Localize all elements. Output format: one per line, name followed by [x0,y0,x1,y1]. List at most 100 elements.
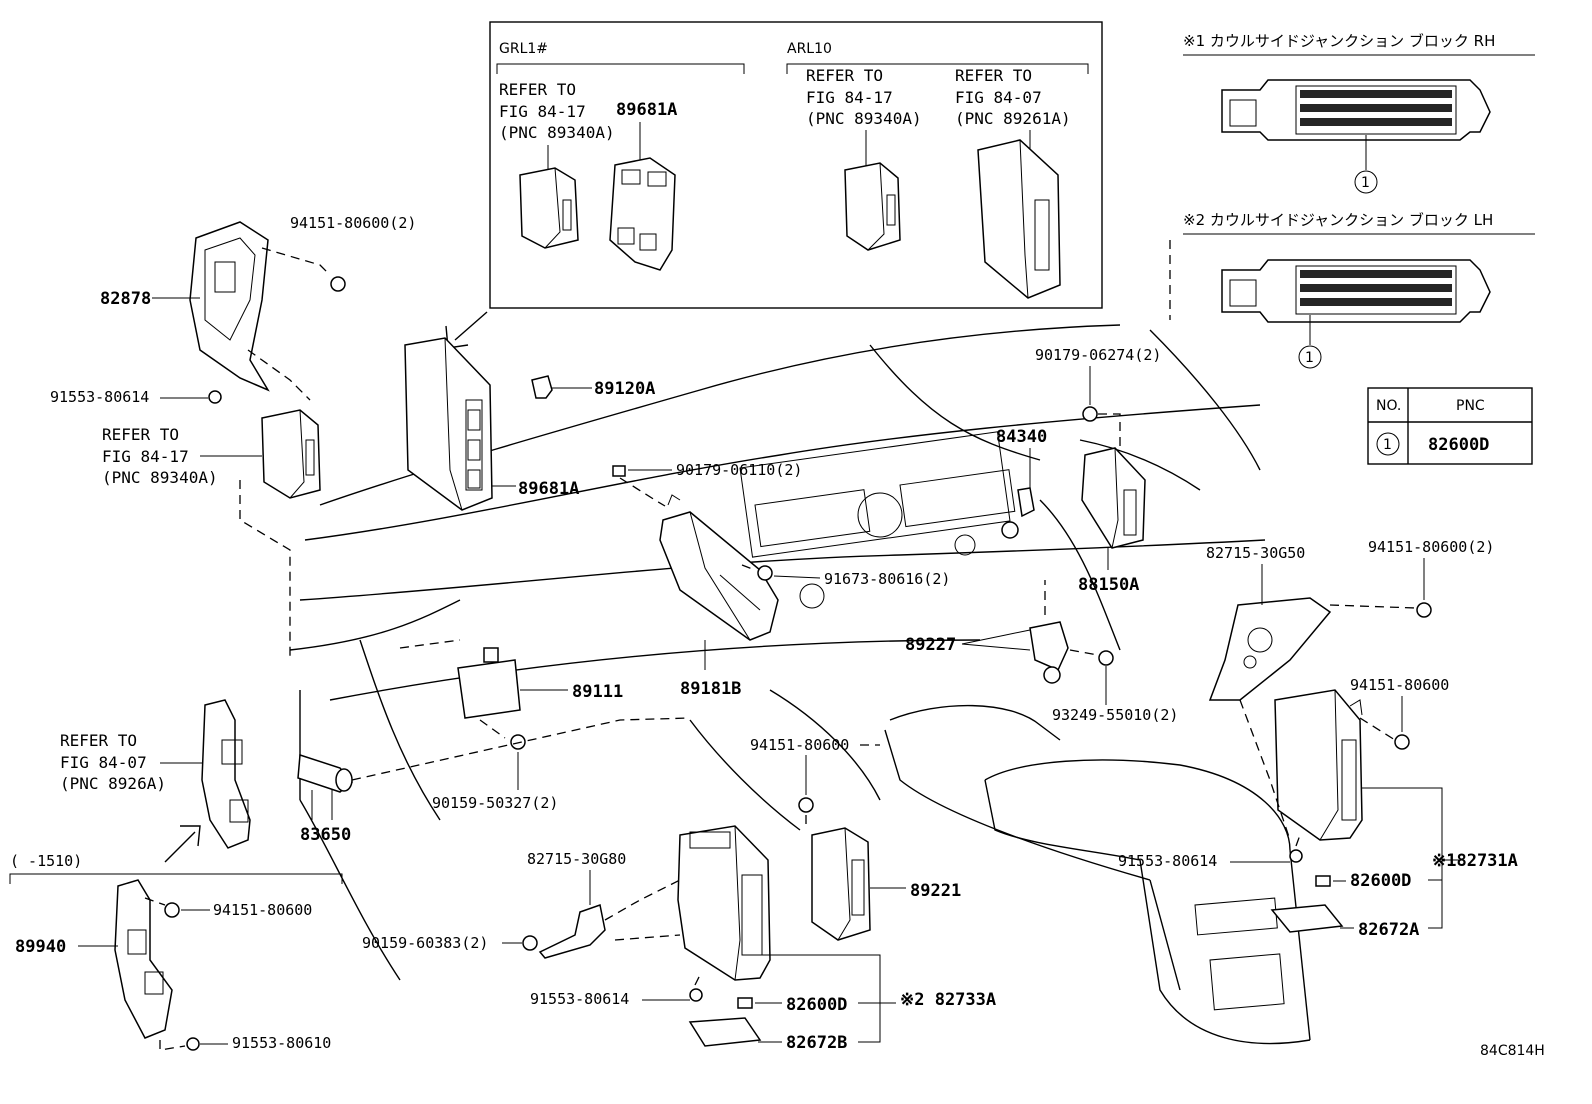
inset-ecu-small-right [844,162,901,251]
ecu-89221 [811,827,871,941]
bolt-94151-80600-left [164,902,180,918]
pnc-row-pnc: 82600D [1428,435,1489,455]
label-82733A: ※2 82733A [900,990,996,1010]
label-82878: 82878 [100,289,151,309]
label-84340: 84340 [996,427,1047,447]
inset-ecu-large [977,139,1061,299]
junction-block-rh: ※1 カウルサイドジャンクション ブロック RH 1 [1183,32,1535,194]
sensor-89227 [1029,621,1069,684]
ecu-89681A [404,337,493,511]
fuse-82600D-b [1315,875,1331,887]
arl-label: ARL10 [787,41,832,57]
nut-90179-06110 [612,465,626,477]
label-89181B: 89181B [680,679,741,699]
bolt-93249-55010 [1098,650,1114,666]
lh-callout-number: 1 [1305,350,1314,366]
diagram-code: 84C814H [1480,1043,1545,1059]
arl-ref2-line3: (PNC 89261A) [955,109,1071,128]
bracket-82878 [189,221,270,392]
junction-82733A [677,825,771,981]
label-82672A: 82672A [1358,920,1419,940]
label-89227: 89227 [905,635,956,655]
label-82672B: 82672B [786,1033,847,1053]
label-94151-80600-left: 94151-80600 [213,901,312,919]
ecu-88150A [1081,447,1146,549]
lh-title: ※2 カウルサイドジャンクション ブロック LH [1183,211,1493,229]
bolt-91553-center [689,988,703,1002]
bolt-91553-left [208,390,222,404]
label-94151-80600-right: 94151-80600 [1350,676,1449,694]
grl-label: GRL1# [499,41,548,57]
rh-callout-number: 1 [1361,175,1370,191]
label-94151-80600-2-left: 94151-80600(2) [290,214,416,232]
label-90159-60383: 90159-60383(2) [362,934,488,952]
inset-ecu-small-left [519,167,579,249]
arl-ref1-line3: (PNC 89340A) [806,109,922,128]
cover-82672A [1270,904,1344,933]
label-89111: 89111 [572,682,623,702]
ref-left-line3: (PNC 89340A) [102,468,218,487]
arrow-up-ref [164,825,201,863]
label-93249-55010: 93249-55010(2) [1052,706,1178,724]
label-82715-30G50: 82715-30G50 [1206,544,1305,562]
module-89111 [457,647,521,719]
label-91553-80614-left: 91553-80614 [50,388,149,406]
sensor-84340 [1001,487,1035,539]
label-94151-80600-center: 94151-80600 [750,736,849,754]
label-91553-80614-right: 91553-80614 [1118,852,1217,870]
bolt-91673-80616 [757,565,773,581]
label-82715-30G80: 82715-30G80 [527,850,626,868]
pnc-header-pnc: PNC [1456,398,1485,414]
arl-ref1-line2: FIG 84-17 [806,88,893,107]
bolt-91553-right [1289,849,1303,863]
label-83650: 83650 [300,825,351,845]
bolt-91553-80610 [186,1037,200,1051]
dashboard-outline [289,324,1311,1045]
ref-8926A-line1: REFER TO [60,731,137,750]
label-94151-80600-2-right: 94151-80600(2) [1368,538,1494,556]
bolt-90159-60383 [522,935,538,951]
rh-title: ※1 カウルサイドジャンクション ブロック RH [1183,32,1495,50]
nut-90179-06274 [1082,406,1098,422]
bolt-94151-80600-right-top [1416,602,1432,618]
rh-callout-circle [1354,170,1378,194]
bolt-94151-center [798,797,814,813]
bracket-89940 [114,879,173,1039]
label-91553-80614-center: 91553-80614 [530,990,629,1008]
bolt-94151-left [330,276,346,292]
lh-pin-grid [1300,270,1452,306]
label-89120A: 89120A [594,379,655,399]
bolt-90159-50327 [510,734,526,750]
grl-ref-line3: (PNC 89340A) [499,123,615,142]
label-range-note: ( -1510) [10,852,82,870]
arl-ref1-line1: REFER TO [806,66,883,85]
label-90179-06110: 90179-06110(2) [676,461,802,479]
junction-block-lh: ※2 カウルサイドジャンクション ブロック LH 1 [1169,211,1535,369]
label-91553-80610: 91553-80610 [232,1034,331,1052]
grl-part-label: 89681A [616,100,677,120]
pnc-header-no: NO. [1376,398,1401,414]
label-90159-50327: 90159-50327(2) [432,794,558,812]
label-89221: 89221 [910,881,961,901]
label-82600D-b: 82600D [1350,871,1411,891]
inset-ecu-connector [609,157,676,271]
label-82600D-a: 82600D [786,995,847,1015]
ref-left-line1: REFER TO [102,425,179,444]
lh-callout-circle [1298,345,1322,369]
label-89940: 89940 [15,937,66,957]
ref-8926A-line3: (PNC 8926A) [60,774,166,793]
sensor-83650 [297,753,354,793]
clip-89120A [531,375,553,399]
label-82731A: ※182731A [1432,851,1518,871]
label-91673-80616: 91673-80616(2) [824,570,950,588]
inset-pointer-arrow [445,311,488,349]
bracket-82715-30G80 [538,904,606,959]
ref-8926A-line2: FIG 84-07 [60,753,147,772]
ecu-ref-left [261,409,321,499]
pnc-row-no: 1 [1383,437,1392,453]
rh-pin-grid [1300,90,1452,126]
bracket-82715-30G50 [1208,597,1332,701]
grl-ref-line1: REFER TO [499,80,576,99]
